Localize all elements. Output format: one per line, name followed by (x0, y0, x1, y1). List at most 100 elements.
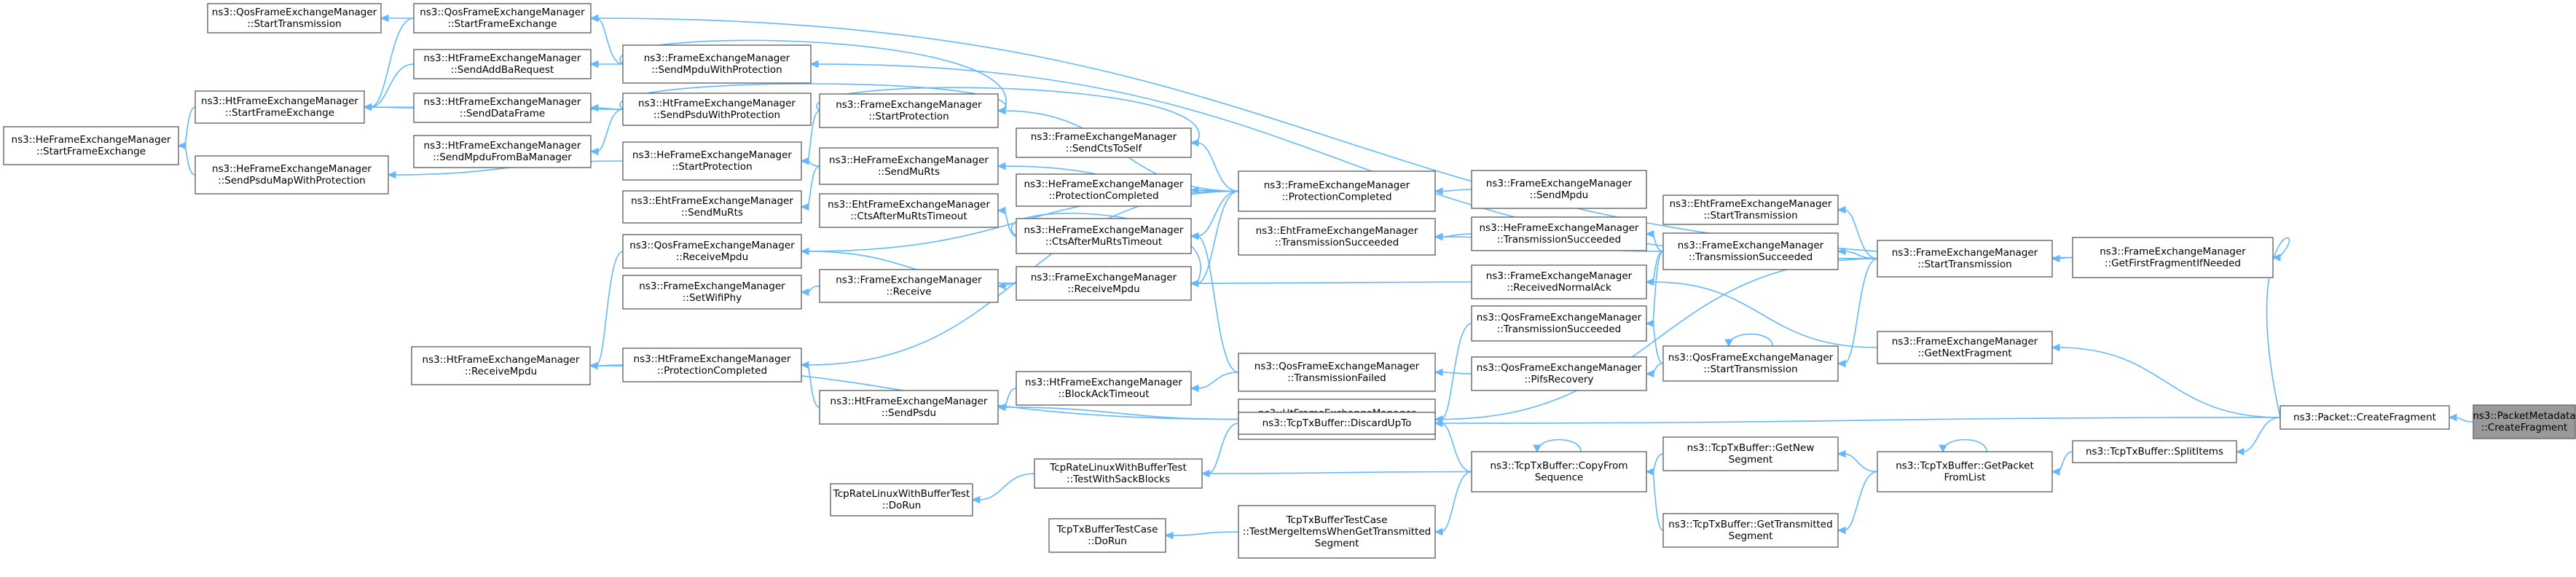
function-node[interactable]: ns3::HeFrameExchangeManager::Transmissio… (1471, 216, 1647, 251)
edge-line (2057, 347, 2281, 418)
function-node[interactable]: ns3::QosFrameExchangeManager::StartTrans… (1662, 345, 1839, 382)
function-node[interactable]: TcpTxBufferTestCase::TestMergeItemsWhenG… (1238, 505, 1436, 559)
function-node[interactable]: TcpRateLinuxWithBufferTest::TestWithSack… (1034, 458, 1203, 489)
call-edge (2051, 254, 2073, 263)
edge-line (1010, 213, 1201, 284)
edge-line (184, 106, 196, 146)
function-node[interactable]: ns3::HeFrameExchangeManager::StartFrameE… (3, 126, 179, 165)
function-node[interactable]: ns3::FrameExchangeManager::SetWifiPhy (622, 275, 802, 310)
node-label: ns3::HeFrameExchangeManager (1480, 222, 1639, 234)
edge-line (1440, 233, 1472, 238)
function-node[interactable]: ns3::Packet::CreateFragment (2279, 405, 2450, 430)
function-node[interactable]: ns3::FrameExchangeManager::StartProtecti… (819, 93, 999, 128)
function-node[interactable]: ns3::FrameExchangeManager::ReceiveMpdu (1016, 266, 1192, 301)
function-node[interactable]: ns3::HtFrameExchangeManager::BlockAckTim… (1016, 371, 1192, 406)
function-node[interactable]: ns3::TcpTxBuffer::DiscardUpTo (1238, 412, 1436, 435)
node-label: ::BlockAckTimeout (1059, 388, 1150, 400)
function-node[interactable]: TcpTxBufferTestCase::DoRun (1048, 518, 1166, 553)
function-node[interactable]: ns3::HtFrameExchangeManager::ProtectionC… (622, 348, 802, 382)
function-node[interactable]: ns3::EhtFrameExchangeManager::StartTrans… (1662, 195, 1839, 225)
node-label: ::SendMpduFromBaManager (433, 152, 572, 163)
function-node[interactable]: ns3::FrameExchangeManager::SendMpduWithP… (622, 44, 812, 84)
function-node[interactable]: ns3::HtFrameExchangeManager::SendAddBaRe… (413, 49, 592, 79)
call-edge (1190, 232, 1239, 373)
node-label: ::TransmissionFailed (1287, 372, 1386, 384)
call-edge (997, 282, 1017, 290)
function-node[interactable]: ns3::TcpTxBuffer::SplitItems (2072, 440, 2237, 463)
arrow-head (589, 60, 599, 68)
call-edge (1434, 417, 2281, 428)
node-box (1238, 170, 1436, 212)
function-node[interactable]: ns3::HtFrameExchangeManager::SendPsduWit… (622, 93, 812, 126)
edge-line (369, 63, 415, 108)
node-box (2072, 237, 2274, 278)
function-node[interactable]: ns3::FrameExchangeManager::ProtectionCom… (1238, 170, 1436, 212)
node-label: ::SetWifiPhy (683, 292, 742, 304)
function-node[interactable]: ns3::EhtFrameExchangeManager::CtsAfterMu… (819, 193, 999, 228)
node-label: ::SendAddBaRequest (451, 64, 554, 76)
arrow-head (2448, 413, 2457, 422)
node-label: ::ReceiveMpdu (465, 366, 537, 377)
arrow-head (997, 206, 1006, 215)
function-node[interactable]: ns3::FrameExchangeManager::GetFirstFragm… (2072, 237, 2274, 278)
function-node[interactable]: ns3::HtFrameExchangeManager::SendPsdu (819, 390, 999, 425)
arrow-head (1645, 468, 1654, 476)
arrow-head (1724, 339, 1733, 348)
node-label: ns3::HtFrameExchangeManager (423, 354, 580, 366)
arrow-head (1190, 384, 1199, 393)
call-edge (971, 473, 1035, 504)
edge-line (806, 165, 820, 208)
function-node[interactable]: ns3::QosFrameExchangeManager::ReceiveMpd… (622, 234, 802, 269)
function-node[interactable]: ns3::HtFrameExchangeManager::SendDataFra… (413, 93, 592, 123)
call-edge (1837, 258, 1878, 368)
function-node[interactable]: ns3::HtFrameExchangeManager::ReceiveMpdu (411, 346, 591, 385)
function-node[interactable]: ns3::FrameExchangeManager::ReceivedNorma… (1471, 264, 1647, 299)
function-node[interactable]: ns3::QosFrameExchangeManager::StartFrame… (413, 3, 592, 34)
node-box (830, 483, 973, 517)
function-node[interactable]: ns3::EhtFrameExchangeManager::Transmissi… (1238, 218, 1436, 256)
function-node[interactable]: ns3::HeFrameExchangeManager::ProtectionC… (1016, 173, 1192, 207)
edge-line (596, 109, 624, 152)
function-node[interactable]: ns3::QosFrameExchangeManager::PifsRecove… (1471, 356, 1647, 391)
function-node[interactable]: ns3::HeFrameExchangeManager::StartProtec… (622, 141, 802, 181)
function-node[interactable]: ns3::QosFrameExchangeManager::Transmissi… (1238, 353, 1436, 392)
function-node[interactable]: ns3::PacketMetadata::CreateFragment (2473, 404, 2576, 439)
node-box (622, 190, 802, 224)
node-label: ::CtsAfterMuRtsTimeout (1045, 236, 1162, 248)
function-node[interactable]: ns3::HeFrameExchangeManager::SendPsduMap… (195, 155, 389, 195)
call-edge (589, 60, 624, 68)
function-node[interactable]: ns3::HtFrameExchangeManager::StartFrameE… (195, 90, 365, 124)
edge-line (1440, 323, 1472, 420)
node-label: ns3::PacketMetadata (2473, 410, 2575, 422)
function-node[interactable]: ns3::FrameExchangeManager::SendMpdu (1471, 170, 1647, 209)
function-node[interactable]: ns3::QosFrameExchangeManager::Transmissi… (1471, 305, 1647, 342)
node-label: Segment (1729, 530, 1773, 542)
function-node[interactable]: ns3::HeFrameExchangeManager::CtsAfterMuR… (1016, 218, 1192, 254)
function-node[interactable]: ns3::FrameExchangeManager::StartTransmis… (1877, 240, 2053, 278)
node-box (2473, 404, 2576, 439)
arrow-head (1645, 369, 1654, 378)
function-node[interactable]: TcpRateLinuxWithBufferTest::DoRun (830, 483, 973, 517)
function-node[interactable]: ns3::FrameExchangeManager::Receive (819, 269, 999, 303)
arrow-head (800, 288, 809, 297)
edge-line (1003, 388, 1017, 408)
call-edge (997, 403, 1239, 420)
node-box (622, 44, 812, 84)
function-node[interactable]: ns3::EhtFrameExchangeManager::SendMuRts (622, 190, 802, 224)
function-node[interactable]: ns3::HeFrameExchangeManager::SendMuRts (819, 147, 999, 185)
edge-line (1003, 407, 1239, 420)
node-box (622, 93, 812, 126)
node-box (1662, 436, 1839, 471)
function-node[interactable]: ns3::QosFrameExchangeManager::StartTrans… (207, 3, 382, 34)
node-box (1238, 218, 1436, 256)
edge-line (1652, 323, 1664, 364)
node-box (1471, 305, 1647, 342)
function-node[interactable]: ns3::FrameExchangeManager::SendCtsToSelf (1016, 127, 1192, 158)
function-node[interactable]: ns3::FrameExchangeManager::GetNextFragme… (1877, 331, 2053, 364)
function-node[interactable]: ns3::HtFrameExchangeManager::SendMpduFro… (413, 135, 592, 168)
function-node[interactable]: ns3::FrameExchangeManager::TransmissionS… (1662, 232, 1839, 270)
